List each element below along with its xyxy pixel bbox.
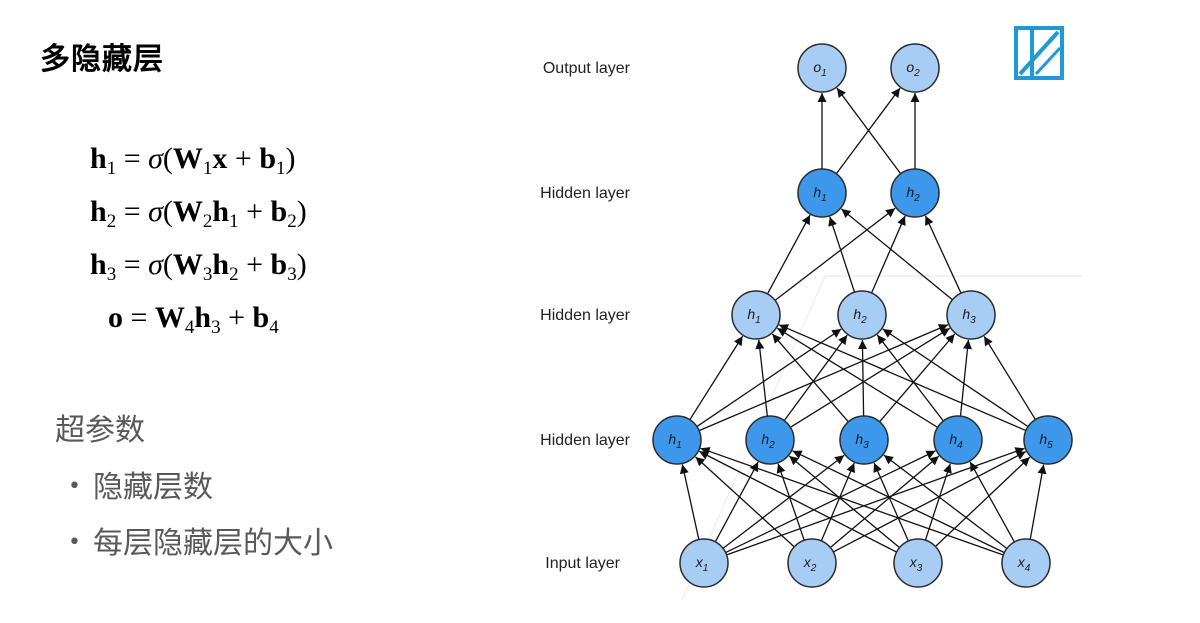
connection-arrow bbox=[771, 333, 849, 423]
neuron-node bbox=[890, 168, 940, 218]
neuron-node bbox=[839, 415, 889, 465]
edges bbox=[679, 87, 1047, 556]
connection-arrow bbox=[1029, 464, 1047, 540]
connection-arrow bbox=[924, 215, 962, 294]
neuron-node bbox=[731, 290, 781, 340]
neuron-node bbox=[890, 43, 940, 93]
connection-arrow bbox=[840, 208, 953, 301]
neuron-node bbox=[933, 415, 983, 465]
layer-label: Input layer bbox=[545, 555, 620, 572]
equations: h1 = σ(W1x + b1) h2 = σ(W2h1 + b2) h3 = … bbox=[90, 132, 307, 344]
neuron-node bbox=[1023, 415, 1073, 465]
connection-arrow bbox=[788, 455, 900, 549]
connection-arrow bbox=[832, 450, 1027, 553]
connection-arrow bbox=[689, 335, 744, 421]
connection-arrow bbox=[776, 327, 938, 428]
connection-arrow bbox=[879, 333, 956, 423]
hyperparam-item-label: 每层隐藏层的大小 bbox=[92, 526, 333, 561]
connection-arrow bbox=[755, 339, 768, 417]
connection-arrow bbox=[766, 214, 811, 295]
connection-arrow bbox=[776, 463, 805, 541]
connection-arrow bbox=[876, 334, 944, 422]
connection-arrow bbox=[924, 463, 952, 541]
connection-arrow bbox=[790, 327, 951, 428]
neuron-node bbox=[946, 290, 996, 340]
connection-arrow bbox=[969, 461, 1015, 543]
neuron-node bbox=[837, 290, 887, 340]
connection-arrow bbox=[698, 450, 897, 553]
connection-arrow bbox=[696, 328, 842, 428]
connection-arrow bbox=[695, 456, 795, 548]
layer-label: Output layer bbox=[543, 60, 631, 77]
equation-h3: h3 = σ(W3h2 + b3) bbox=[90, 248, 307, 285]
page-title: 多隐藏层 bbox=[40, 42, 164, 77]
neuron-node bbox=[1001, 538, 1051, 588]
bullet-icon: • bbox=[68, 474, 81, 499]
neuron-node bbox=[787, 538, 837, 588]
connection-arrow bbox=[983, 335, 1036, 420]
connection-arrow bbox=[722, 454, 845, 549]
neuron-node bbox=[797, 43, 847, 93]
neuron-node bbox=[893, 538, 943, 588]
layer-label: Hidden layer bbox=[540, 185, 631, 202]
connection-arrow bbox=[882, 328, 1029, 428]
connection-arrow bbox=[873, 462, 909, 542]
connection-arrow bbox=[829, 455, 940, 549]
connection-arrow bbox=[792, 450, 1005, 554]
bullet-icon: • bbox=[68, 530, 81, 555]
neuron-node bbox=[745, 415, 795, 465]
connection-arrow bbox=[883, 454, 1008, 550]
neuron-node bbox=[652, 415, 702, 465]
hyperparams-heading: 超参数 bbox=[55, 413, 145, 448]
connection-arrow bbox=[774, 207, 896, 301]
neuron-node bbox=[797, 168, 847, 218]
equation-o: o = W4h3 + b4 bbox=[108, 301, 279, 338]
connection-arrow bbox=[870, 215, 906, 294]
hyperparam-item-label: 隐藏层数 bbox=[92, 470, 213, 505]
logo-icon bbox=[1014, 26, 1064, 80]
connection-arrow bbox=[934, 456, 1031, 547]
connection-arrow bbox=[679, 464, 700, 540]
connection-arrow bbox=[700, 447, 1004, 556]
connection-arrow bbox=[698, 324, 949, 432]
connection-arrow bbox=[836, 87, 902, 175]
layer-label: Hidden layer bbox=[540, 307, 631, 324]
connection-arrow bbox=[714, 461, 759, 543]
hyperparam-item: • 隐藏层数 bbox=[68, 462, 213, 506]
equation-h1: h1 = σ(W1x + b1) bbox=[90, 142, 296, 179]
connection-arrow bbox=[778, 324, 1027, 432]
neuron-node bbox=[679, 538, 729, 588]
connection-arrow bbox=[820, 462, 855, 542]
connection-arrow bbox=[857, 339, 868, 417]
equation-h2: h2 = σ(W2h1 + b2) bbox=[90, 195, 307, 232]
hyperparam-item: • 每层隐藏层的大小 bbox=[68, 518, 333, 562]
connection-arrow bbox=[828, 216, 856, 293]
layer-label: Hidden layer bbox=[540, 432, 631, 449]
